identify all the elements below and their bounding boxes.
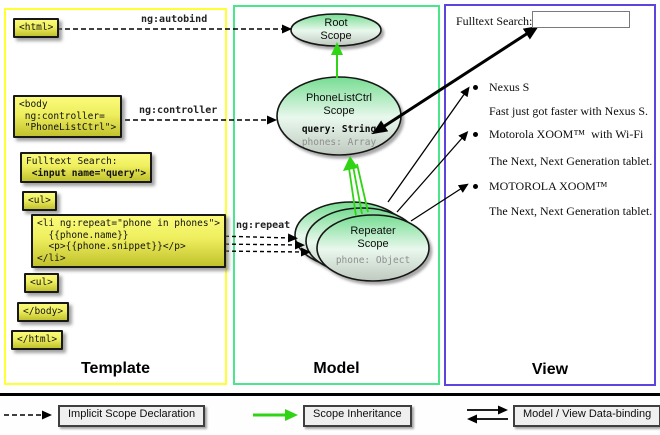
legend-implicit-scope-declaration: Implicit Scope Declaration (58, 405, 206, 427)
view-search-label: Fulltext Search: (456, 14, 533, 28)
view-panel-label: View (531, 361, 569, 378)
code-box-html-open: <html> (13, 18, 60, 38)
code-box-body-open: <body ng:controller= "PhoneListCtrl"> (13, 95, 123, 138)
legend-scope-inheritance: Scope Inheritance (303, 405, 412, 427)
code-box-body-close: </body> (17, 302, 70, 322)
model-panel: Model (233, 5, 440, 385)
phonelistctrl-scope-title: PhoneListCtrl Scope (305, 92, 373, 117)
view-panel: View (444, 4, 656, 386)
template-panel-label: Template (80, 360, 151, 377)
bullet-icon (473, 132, 478, 137)
legend-model-view-databinding: Model / View Data-binding (513, 405, 660, 427)
view-item-title: MOTOROLA XOOM™ (489, 179, 608, 193)
code-box-ul-open: <ul> (22, 191, 57, 211)
repeat-arrow-label: ng:repeat (236, 220, 291, 231)
repeater-var-phone: phone: Object (335, 255, 411, 266)
legend-separator-line (0, 393, 660, 396)
view-item-desc: The Next, Next Generation tablet. (489, 154, 653, 168)
repeater-scope-title: Repeater Scope (350, 225, 396, 250)
view-item-title: Motorola XOOM™ with Wi-Fi (489, 127, 644, 141)
fulltext-search-input[interactable] (532, 11, 630, 28)
code-search-label: Fulltext Search: (26, 156, 118, 167)
code-box-fulltext-search: Fulltext Search: <input name="query"> (20, 152, 153, 183)
legend-double-arrow (467, 405, 508, 424)
root-scope-title: Root Scope (320, 17, 352, 42)
model-panel-label: Model (313, 360, 360, 377)
phonelistctrl-var-phones: phones: Array (301, 137, 377, 148)
view-item-title: Nexus S (489, 80, 530, 94)
view-item-desc: Fast just got faster with Nexus S. (489, 104, 648, 118)
autobind-arrow-label: ng:autobind (141, 14, 208, 25)
bullet-icon (473, 184, 478, 189)
phonelistctrl-var-query: query: String (301, 124, 377, 135)
code-search-input: <input name="query"> (26, 167, 147, 179)
code-box-html-close: </html> (11, 330, 64, 350)
view-item-desc: The Next, Next Generation tablet. (489, 204, 653, 218)
code-box-li-repeat: <li ng:repeat="phone in phones"> {{phone… (31, 214, 227, 268)
controller-arrow-label: ng:controller (139, 105, 218, 116)
code-box-ul-close: <ul> (24, 273, 59, 293)
bullet-icon (473, 85, 478, 90)
